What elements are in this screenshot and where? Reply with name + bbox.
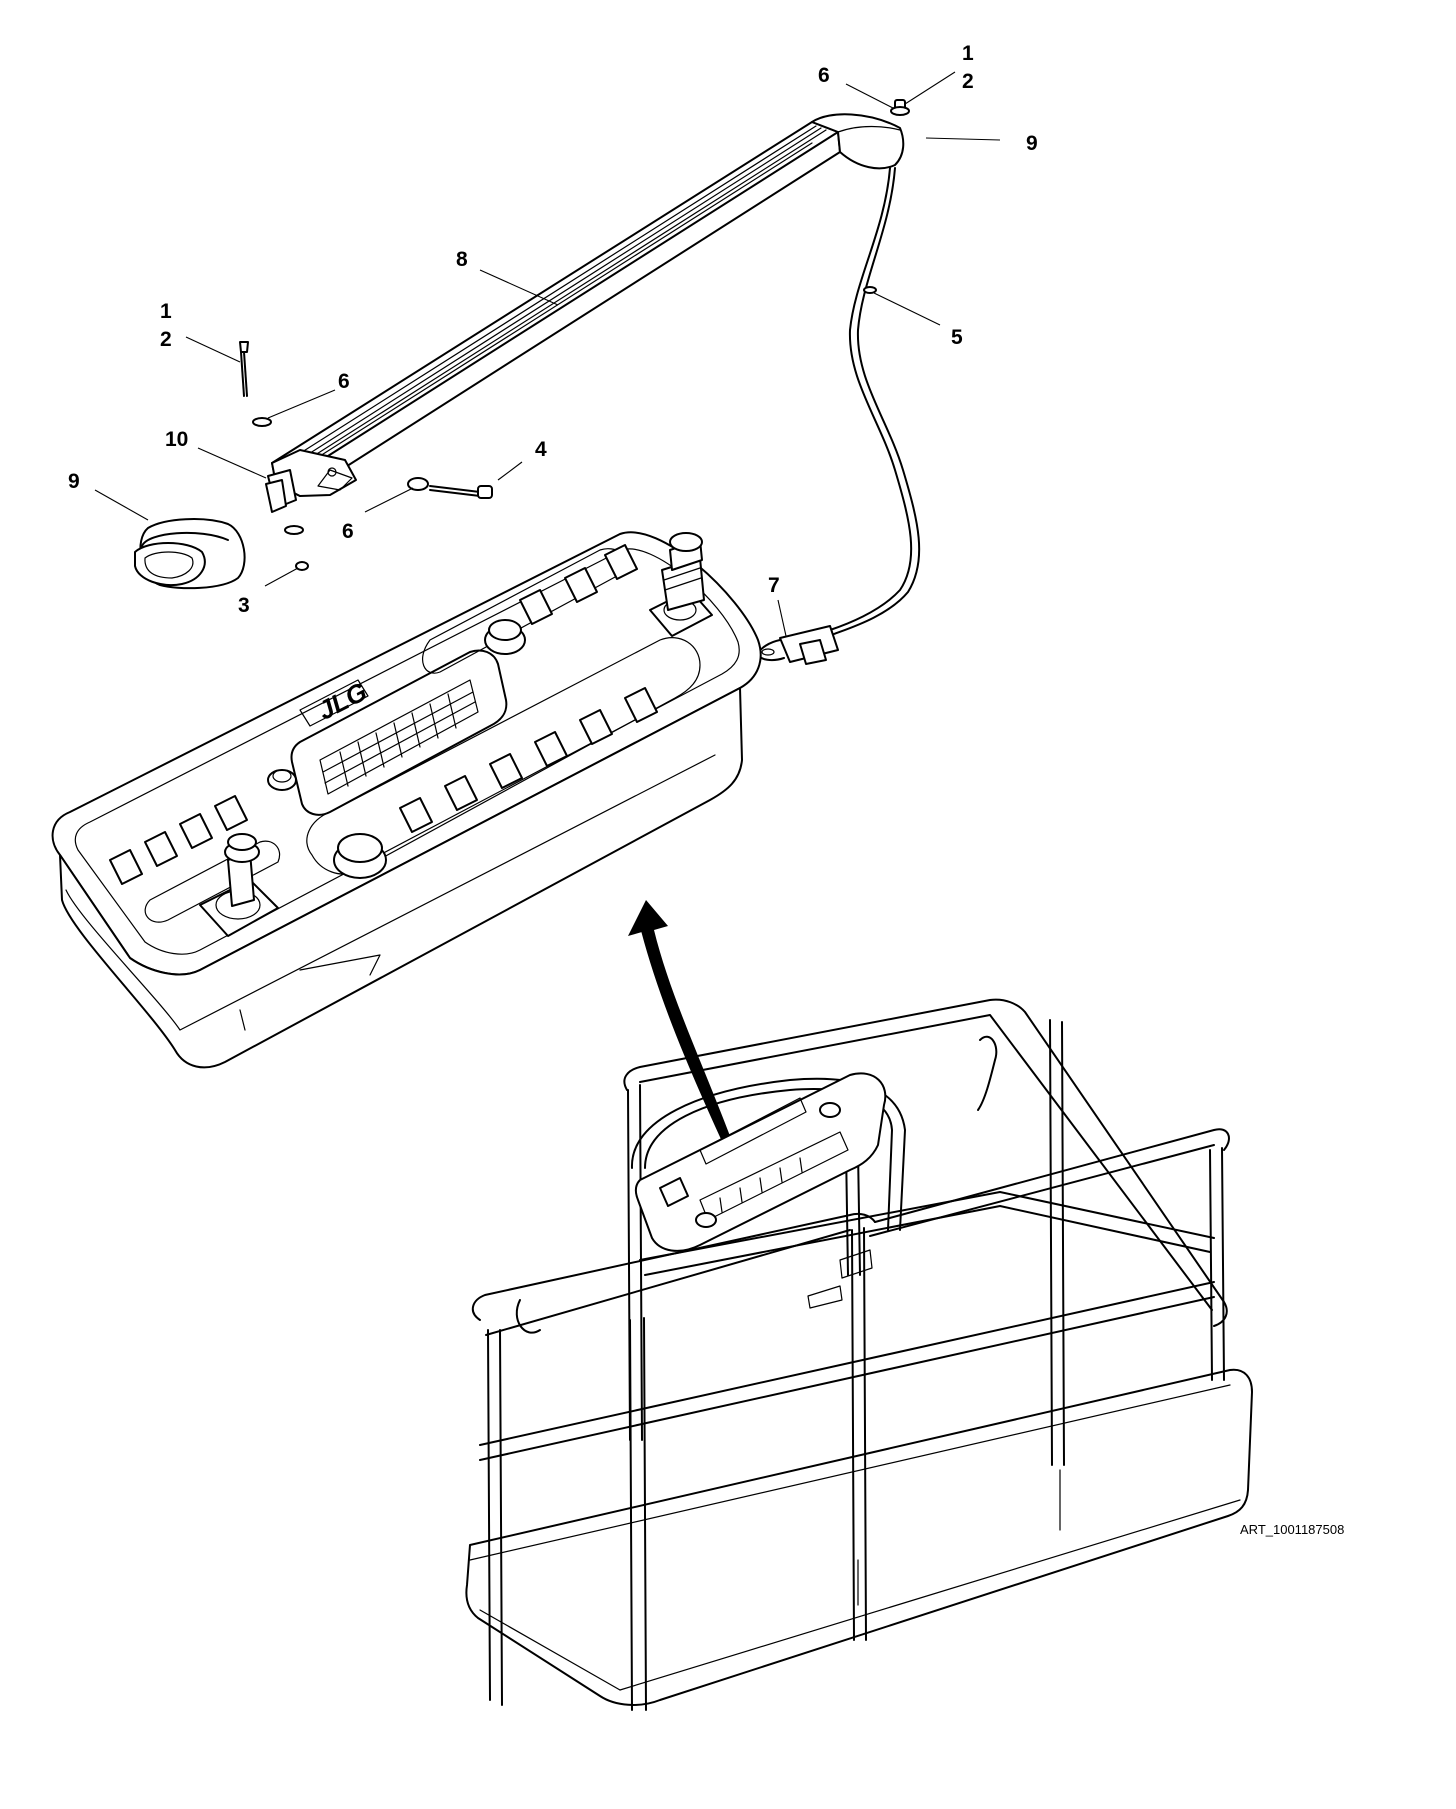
callout-5: 5	[951, 326, 963, 349]
callout-7: 7	[768, 574, 780, 597]
toggle-switches-lower[interactable]	[399, 687, 658, 833]
art-number: ART_1001187508	[1240, 1522, 1344, 1537]
light-bar	[271, 99, 910, 497]
callout-2-top: 2	[962, 70, 974, 93]
location-arrow	[628, 900, 730, 1141]
callout-9-left: 9	[68, 470, 80, 493]
light-bar-left-bracket	[134, 341, 493, 590]
emergency-stop-button[interactable]	[333, 833, 387, 879]
callout-4: 4	[535, 438, 547, 461]
callout-8: 8	[456, 248, 468, 271]
callout-6-top: 6	[818, 64, 830, 87]
drive-joystick[interactable]	[199, 833, 279, 937]
callout-1-top: 1	[962, 42, 974, 65]
callout-leaders	[94, 71, 1001, 637]
callout-6-left: 6	[338, 370, 350, 393]
callout-1-left: 1	[160, 300, 172, 323]
callout-10: 10	[165, 428, 188, 451]
callout-2-left: 2	[160, 328, 172, 351]
toggle-switches-upper[interactable]	[519, 544, 638, 625]
platform-basket	[465, 998, 1253, 1711]
control-box: JLG	[51, 531, 762, 1069]
horn-button[interactable]	[484, 619, 526, 655]
toggle-switches-left[interactable]	[109, 795, 248, 885]
callout-6-bottom: 6	[342, 520, 354, 543]
indicator-grid	[319, 679, 479, 795]
callout-9-top: 9	[1026, 132, 1038, 155]
callout-labels: 1 2 6 9 8 5 1 2 6 10 4 9 6 3 7	[68, 42, 1038, 617]
small-knob[interactable]	[267, 769, 297, 791]
harness-cable	[757, 167, 921, 665]
callout-3: 3	[238, 594, 250, 617]
boom-joystick[interactable]	[649, 532, 713, 637]
